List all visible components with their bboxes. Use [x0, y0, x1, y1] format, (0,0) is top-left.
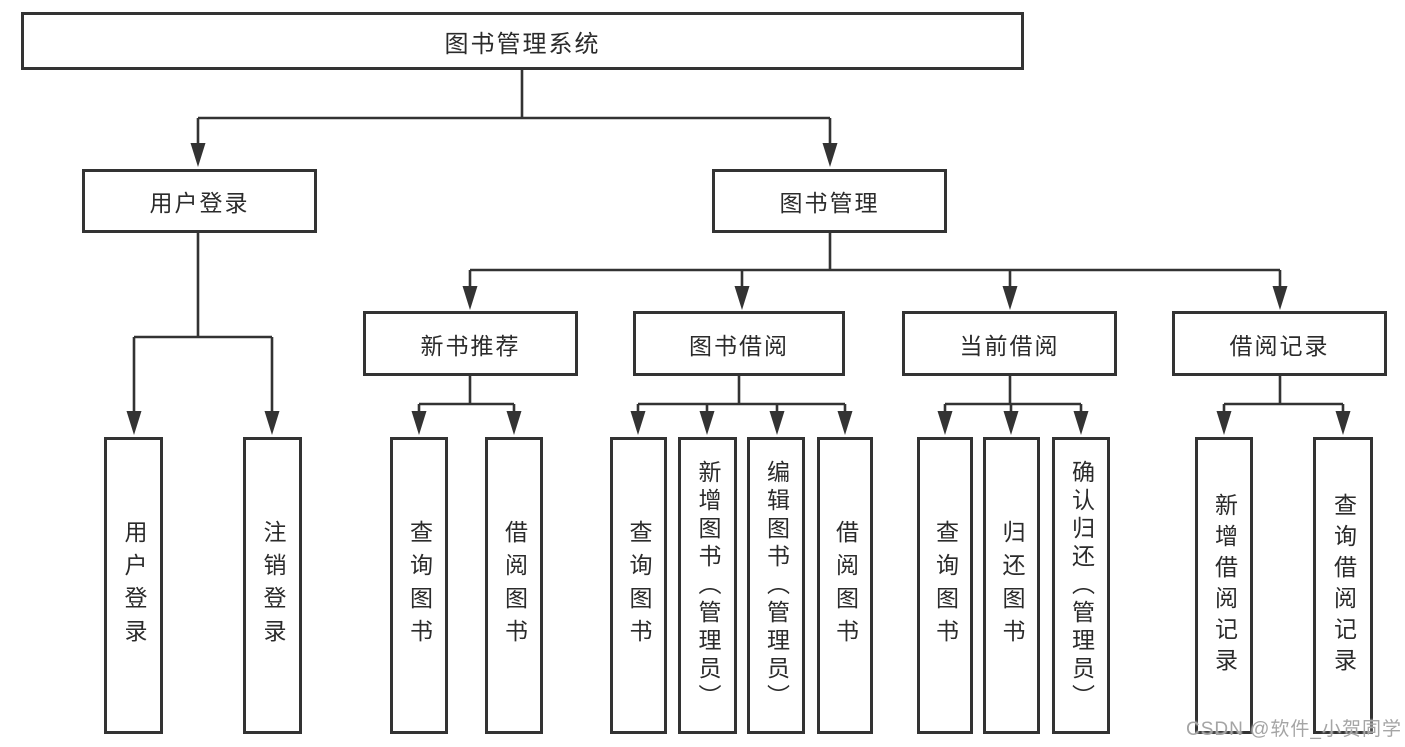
connector-user-login-to-leaves — [132, 233, 274, 414]
node-book-borrowing-label: 图书借阅 — [689, 332, 789, 359]
leaf-query-books-2: 查询图书 — [610, 437, 667, 734]
leaf-return-books-label: 归还图书 — [999, 519, 1025, 652]
leaf-borrow-books-1-label: 借阅图书 — [501, 519, 528, 652]
leaf-query-borrow-record-label: 查询借阅记录 — [1330, 492, 1357, 679]
leaf-add-book-admin-label: 新增图书（管理员） — [695, 459, 721, 712]
arrow-down-icon — [1073, 411, 1089, 435]
node-book-management-label: 图书管理 — [779, 190, 880, 216]
arrow-down-icon — [1002, 286, 1018, 310]
arrow-down-icon — [734, 286, 750, 310]
leaf-user-login-label: 用户登录 — [121, 519, 147, 652]
arrow-down-icon — [190, 143, 206, 167]
leaf-query-borrow-record: 查询借阅记录 — [1313, 437, 1373, 734]
leaf-return-books: 归还图书 — [983, 437, 1040, 734]
node-library-system: 图书管理系统 — [21, 12, 1024, 70]
arrow-down-icon — [822, 143, 838, 167]
node-borrow-records-label: 借阅记录 — [1229, 332, 1330, 359]
leaf-confirm-return-admin: 确认归还（管理员） — [1052, 437, 1110, 734]
node-new-book-recommend: 新书推荐 — [363, 311, 578, 376]
leaf-query-books-3: 查询图书 — [917, 437, 973, 734]
leaf-logout: 注销登录 — [243, 437, 302, 734]
leaf-borrow-books-2-label: 借阅图书 — [832, 519, 859, 652]
connector-root-to-level2 — [196, 70, 832, 146]
node-new-book-recommend-label: 新书推荐 — [420, 332, 521, 359]
connector-book-mgmt-to-level3 — [468, 233, 1282, 289]
leaf-add-book-admin: 新增图书（管理员） — [678, 437, 737, 734]
arrow-down-icon — [630, 411, 646, 435]
arrow-down-icon — [506, 411, 522, 435]
leaf-borrow-books-1: 借阅图书 — [485, 437, 543, 734]
leaf-query-books-1-label: 查询图书 — [406, 519, 433, 652]
arrow-down-icon — [1335, 411, 1351, 435]
connector-borrow-records-to-leaves — [1222, 376, 1345, 414]
arrow-down-icon — [411, 411, 427, 435]
connector-current-borrow-to-leaves — [943, 376, 1083, 414]
arrow-down-icon — [699, 411, 715, 435]
leaf-logout-label: 注销登录 — [260, 519, 286, 652]
leaf-user-login: 用户登录 — [104, 437, 163, 734]
arrow-down-icon — [126, 411, 142, 435]
connector-book-borrow-to-leaves — [636, 376, 847, 414]
arrow-down-icon — [937, 411, 953, 435]
connector-new-book-rec-to-leaves — [417, 376, 516, 414]
arrow-down-icon — [1216, 411, 1232, 435]
arrow-down-icon — [1272, 286, 1288, 310]
leaf-confirm-return-admin-label: 确认归还（管理员） — [1068, 459, 1095, 712]
node-book-management: 图书管理 — [712, 169, 947, 233]
csdn-watermark: CSDN @软件_小贺同学 — [1186, 719, 1402, 740]
leaf-edit-book-admin-label: 编辑图书（管理员） — [763, 459, 790, 712]
leaf-query-books-2-label: 查询图书 — [626, 519, 652, 652]
leaf-query-books-3-label: 查询图书 — [932, 519, 959, 652]
leaf-edit-book-admin: 编辑图书（管理员） — [747, 437, 805, 734]
leaf-query-books-1: 查询图书 — [390, 437, 448, 734]
arrow-down-icon — [1003, 411, 1019, 435]
node-library-system-label: 图书管理系统 — [444, 30, 601, 58]
arrow-down-icon — [462, 286, 478, 310]
node-current-borrowing: 当前借阅 — [902, 311, 1117, 376]
node-user-login: 用户登录 — [82, 169, 317, 233]
leaf-add-borrow-record: 新增借阅记录 — [1195, 437, 1253, 734]
connector-paths — [132, 70, 1345, 414]
arrow-down-icon — [837, 411, 853, 435]
leaf-add-borrow-record-label: 新增借阅记录 — [1211, 492, 1238, 679]
leaf-borrow-books-2: 借阅图书 — [817, 437, 873, 734]
node-user-login-label: 用户登录 — [149, 190, 250, 216]
arrow-down-icon — [264, 411, 280, 435]
arrowhead-icons — [126, 143, 1351, 435]
node-book-borrowing: 图书借阅 — [633, 311, 845, 376]
arrow-down-icon — [769, 411, 785, 435]
node-current-borrowing-label: 当前借阅 — [959, 332, 1060, 359]
node-borrow-records: 借阅记录 — [1172, 311, 1387, 376]
